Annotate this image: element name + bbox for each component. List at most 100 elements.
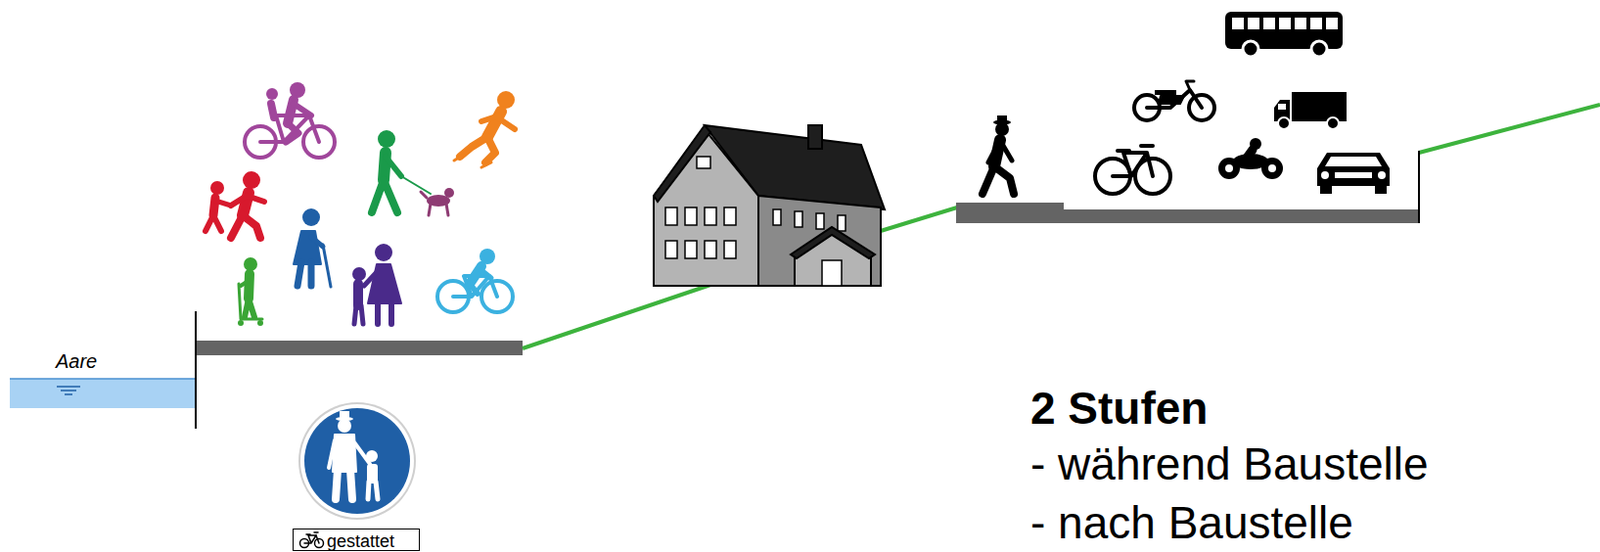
bus-part [1232,17,1338,30]
cyclist-with-child-part [285,123,299,142]
pedestrian-part [995,122,1009,137]
walker-with-dog-part [385,156,402,177]
walker-with-dog-part [371,180,398,213]
terrain-slope [870,207,958,234]
car [1317,152,1390,194]
runners-part [242,171,261,189]
road-part [956,209,1420,224]
motorcycle-part [1225,164,1234,173]
pedestrian-path-sign-part [298,402,416,520]
car-part [1377,171,1386,180]
house-part-part [704,240,717,259]
bicycle [1095,145,1171,194]
river-part [56,385,81,388]
house-part-part [724,207,736,226]
inline-skater [454,91,515,168]
house-part [822,260,842,286]
house-part-part [704,207,717,226]
walker-with-dog-part-part [420,191,427,198]
bus-part-part [1310,17,1323,30]
house [653,125,885,286]
house-part-part [816,213,824,229]
riverside-path [196,340,523,356]
pedestrian-path-sign-part-part [339,411,350,419]
river-part [60,389,77,392]
runners-part [205,215,222,231]
cyclist-part [469,283,478,294]
terrain-slope [522,282,717,349]
pedestrian-path-sign-part-part [337,418,352,433]
house-part [808,125,823,149]
bus-part [1311,41,1327,57]
truck-part [1291,91,1347,122]
bus-part-part [1232,17,1244,30]
mother-with-child-part [377,303,392,324]
river-part [64,393,73,396]
pedestrian-part [997,115,1007,123]
walker-with-dog-part-part [444,187,455,198]
moped [1134,81,1215,121]
house-part-part [773,209,781,226]
stage-heading: 2 Stufen [1030,385,1208,431]
scooter-child-part [237,320,244,326]
walker-with-dog [371,130,455,216]
mother-with-child-part [367,264,402,304]
truck [1274,91,1347,130]
bus-part-part [1263,17,1276,30]
river [9,378,196,409]
house-part [758,195,881,286]
mother-with-child [352,243,402,324]
pedestrian-path-sign-part-part [365,450,378,462]
bicycle-pictogram-part [304,532,320,544]
elderly-walker-part [297,262,312,286]
house-part [653,125,711,202]
pedestrian-path-sign-part [300,404,414,518]
scooter-child-part [248,274,250,299]
scooter-child [237,257,264,326]
quay-wall [194,311,197,429]
inline-skater-part [454,154,492,168]
river-part [9,377,196,380]
pedestrian-path-sign-part [304,408,411,514]
house-part-part [685,207,697,226]
mother-with-child-part [352,267,366,281]
scooter-child-part [257,320,264,326]
pedestrian-path-sign-part-part [328,440,335,468]
house-part [794,230,871,286]
moped-part [1146,90,1202,108]
stage-item: - während Baustelle [1030,441,1429,487]
truck-part [1326,117,1339,130]
car-part [1317,152,1390,186]
inline-skater-part [481,115,515,130]
pedestrian-path-sign [298,402,416,520]
truck-part [1278,117,1290,130]
cyclist-with-child [244,82,335,158]
elderly-walker-part [322,244,331,287]
sign-plaque: gestattet [292,528,420,551]
cyclist-part [481,270,492,278]
walker-with-dog-part-part [428,203,449,216]
house-part-part [665,240,678,259]
moped-part [1186,81,1194,91]
house-part [653,129,759,286]
car-part [1334,172,1372,179]
house-part-part [794,211,803,228]
scooter-child-part [244,298,255,318]
house-part-part [665,207,678,226]
bicycle-part [1117,145,1153,151]
house-part-part [837,215,846,231]
house-part [790,227,875,259]
cyclist-with-child-part [266,88,278,100]
elderly-walker-part [293,230,321,265]
bus-part-part [1294,17,1307,30]
elderly-walker [293,208,331,287]
terrain-slope [1418,104,1600,153]
house-part-part [685,240,697,259]
pedestrian-part [982,166,1014,194]
mother-with-child-part [354,305,364,324]
car-part [1325,156,1382,167]
car-part [1320,183,1332,194]
scooter-child-part [243,257,258,272]
bus [1225,11,1343,57]
